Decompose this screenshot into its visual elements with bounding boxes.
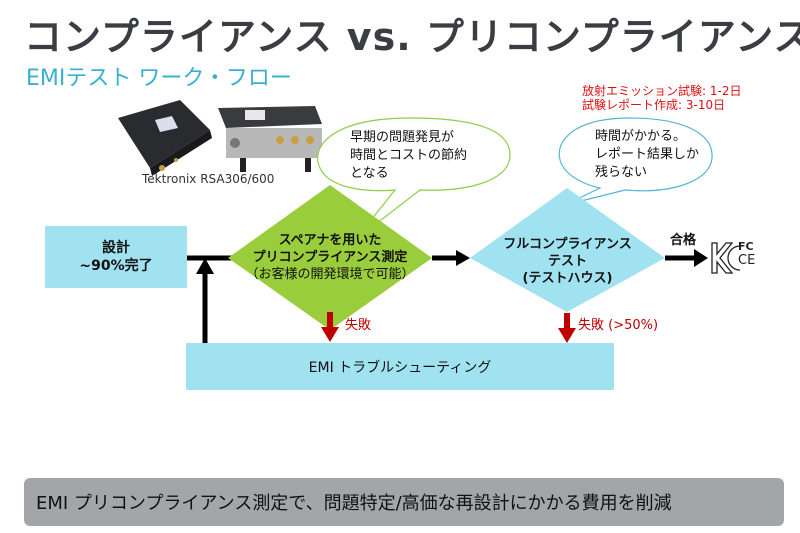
full-compliance-line: テスト [547, 254, 587, 269]
kc-mark-icon [711, 242, 741, 274]
bubble-early-text: 早期の問題発見が 時間とコストの節約 となる [350, 129, 467, 183]
fail-label-text: 失敗 [578, 318, 605, 333]
fail-arrow-2 [558, 328, 576, 343]
precompliance-diamond [228, 185, 432, 330]
precompliance-line: プリコンプライアンス測定 [252, 250, 408, 265]
cert-marks: FC CE [738, 240, 755, 268]
fail-label-1: 失敗 [345, 318, 372, 333]
test-time-line: 放射エミッション試験: 1-2日 [582, 84, 742, 98]
bubble-line: 早期の問題発見が [350, 130, 455, 145]
speech-bubble-late [558, 117, 713, 206]
flow-arrowhead [456, 250, 470, 266]
precompliance-line: （お客様の開発環境で可能） [245, 267, 415, 282]
rsa306-device-icon [118, 100, 212, 176]
bubble-line: 時間とコストの節約 [350, 148, 468, 163]
full-compliance-diamond [470, 188, 665, 312]
full-compliance-line: (テストハウス) [522, 271, 613, 286]
full-compliance-line: フルコンプライアンス [503, 237, 632, 252]
bubble-line: となる [350, 166, 389, 181]
device-label: Tektronix RSA306/600 [142, 172, 275, 186]
bubble-line: 時間がかかる。 [595, 129, 687, 144]
spectrum-analyzer-devices [118, 100, 322, 176]
speech-bubble-early [317, 117, 511, 241]
loop-back-arrowhead [196, 258, 214, 274]
bubble-line: レポート結果しか [595, 147, 700, 162]
pass-label: 合格 [670, 233, 697, 248]
full-compliance-text: フルコンプライアンス テスト (テストハウス) [480, 236, 655, 287]
page-title: コンプライアンス vs. プリコンプライアンス [24, 15, 800, 59]
bubble-line: 残らない [595, 165, 648, 180]
fail-rate: (>50%) [608, 318, 659, 333]
test-time-info: 放射エミッション試験: 1-2日 試験レポート作成: 3-10日 [582, 84, 741, 112]
page-subtitle: EMIテスト ワーク・フロー [26, 66, 292, 91]
design-box: 設計 ~90%完了 [45, 226, 187, 288]
test-time-line: 試験レポート作成: 3-10日 [582, 98, 726, 112]
troubleshooting-box: EMI トラブルシューティング [186, 343, 614, 390]
precompliance-text: スペアナを用いた プリコンプライアンス測定 （お客様の開発環境で可能） [230, 232, 430, 283]
rsa600-device-icon [218, 106, 322, 172]
bubble-late-text: 時間がかかる。 レポート結果しか 残らない [595, 128, 699, 182]
fail-arrow-1 [321, 327, 339, 342]
footer-banner: EMI プリコンプライアンス測定で、問題特定/高価な再設計にかかる費用を削減 [24, 478, 784, 526]
design-label: 設計 [102, 240, 130, 256]
fail-label-2: 失敗 (>50%) [578, 314, 658, 333]
ce-mark-icon: CE [738, 253, 756, 268]
pass-arrowhead [694, 249, 708, 267]
design-progress: ~90%完了 [79, 258, 153, 274]
precompliance-line: スペアナを用いた [278, 233, 382, 248]
fcc-mark-icon: FC [738, 240, 754, 253]
